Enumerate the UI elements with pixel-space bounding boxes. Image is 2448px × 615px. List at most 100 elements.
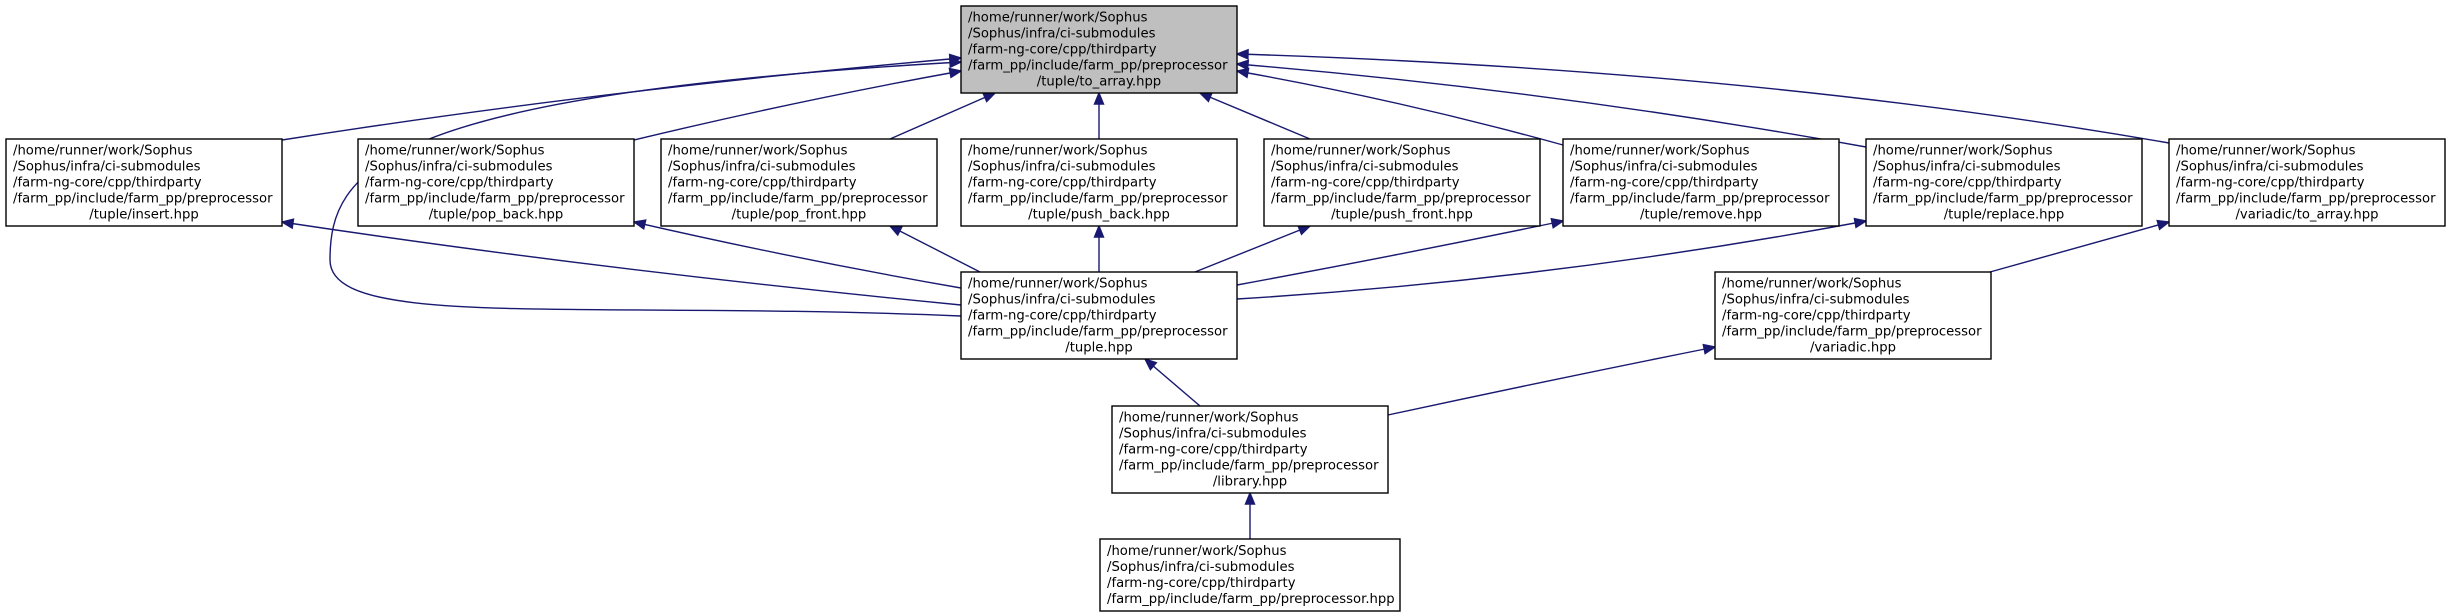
- node-label-line: /farm_pp/include/farm_pp/preprocessor: [1570, 192, 1830, 207]
- arrowhead-icon: [632, 219, 647, 230]
- node-box: [1562, 138, 1840, 227]
- arrowhead-icon: [1235, 67, 1250, 79]
- edge-tuple-to-replace: [1236, 217, 1868, 300]
- node-label-line: /Sophus/infra/ci-submodules: [13, 160, 201, 175]
- node-label-line: /library.hpp: [1213, 475, 1287, 490]
- edge-line: [1236, 63, 1867, 148]
- node-label-line: /farm-ng-core/cpp/thirdparty: [1119, 443, 1308, 458]
- node-label-line: /Sophus/infra/ci-submodules: [2176, 160, 2364, 175]
- node-label-line: /farm_pp/include/farm_pp/preprocessor: [1271, 192, 1531, 207]
- node-label-line: /home/runner/work/Sophus: [668, 144, 848, 159]
- arrowhead-icon: [1093, 224, 1105, 238]
- node-variadic[interactable]: /home/runner/work/Sophus/Sophus/infra/ci…: [1714, 271, 1992, 360]
- node-push-back[interactable]: /home/runner/work/Sophus/Sophus/infra/ci…: [960, 138, 1238, 227]
- edge-line: [633, 70, 962, 141]
- node-label-line: /farm_pp/include/farm_pp/preprocessor: [968, 59, 1228, 74]
- node-pop-back[interactable]: /home/runner/work/Sophus/Sophus/infra/ci…: [357, 138, 635, 227]
- node-tuple[interactable]: /home/runner/work/Sophus/Sophus/infra/ci…: [960, 271, 1238, 360]
- node-label-line: /farm_pp/include/farm_pp/preprocessor: [968, 192, 1228, 207]
- node-label-line: /farm_pp/include/farm_pp/preprocessor: [1722, 325, 1982, 340]
- node-label-line: /farm-ng-core/cpp/thirdparty: [2176, 176, 2365, 191]
- arrowhead-icon: [948, 57, 963, 69]
- node-label-line: /farm-ng-core/cpp/thirdparty: [968, 309, 1157, 324]
- node-preprocessor[interactable]: /home/runner/work/Sophus/Sophus/infra/ci…: [1099, 538, 1401, 612]
- edge-pop_back-to-to_array: [633, 67, 963, 141]
- arrowhead-icon: [1235, 48, 1249, 60]
- arrowhead-icon: [948, 67, 963, 79]
- node-label-line: /Sophus/infra/ci-submodules: [968, 27, 1156, 42]
- node-label-line: /home/runner/work/Sophus: [1722, 277, 1902, 292]
- edge-variadic_to_array-to-to_array: [1235, 48, 2170, 144]
- node-replace[interactable]: /home/runner/work/Sophus/Sophus/infra/ci…: [1865, 138, 2143, 227]
- edge-insert-to-to_array: [281, 53, 963, 141]
- node-label-line: /tuple/push_front.hpp: [1331, 208, 1473, 223]
- node-label-line: /farm_pp/include/farm_pp/preprocessor: [13, 192, 273, 207]
- edge-push_back-to-to_array: [1093, 91, 1105, 139]
- node-box: [357, 138, 635, 227]
- node-label-line: /farm-ng-core/cpp/thirdparty: [1271, 176, 1460, 191]
- node-label-line: /variadic.hpp: [1810, 341, 1896, 356]
- node-pop-front[interactable]: /home/runner/work/Sophus/Sophus/infra/ci…: [660, 138, 938, 227]
- edge-line: [1387, 346, 1716, 416]
- node-label-line: /farm_pp/include/farm_pp/preprocessor: [1873, 192, 2133, 207]
- node-label-line: /farm_pp/include/farm_pp/preprocessor: [1119, 459, 1379, 474]
- arrowhead-icon: [1853, 217, 1868, 229]
- node-label-line: /farm_pp/include/farm_pp/preprocessor: [2176, 192, 2436, 207]
- node-box: [1111, 405, 1389, 494]
- edge-line: [1236, 70, 1564, 146]
- node-label-line: /tuple/replace.hpp: [1944, 208, 2065, 223]
- edge-variadic-to-variadic_to_array: [1989, 219, 2171, 273]
- edge-line: [889, 92, 996, 140]
- node-box: [2168, 138, 2446, 227]
- node-variadic-to-array[interactable]: /home/runner/work/Sophus/Sophus/infra/ci…: [2168, 138, 2446, 227]
- edge-line: [329, 61, 962, 317]
- node-label-line: /home/runner/work/Sophus: [1107, 544, 1287, 559]
- node-push-front[interactable]: /home/runner/work/Sophus/Sophus/infra/ci…: [1263, 138, 1541, 227]
- edge-line: [281, 57, 962, 141]
- node-label-line: /tuple/push_back.hpp: [1028, 208, 1170, 223]
- edge-library-to-variadic: [1387, 343, 1717, 416]
- arrowhead-icon: [2156, 219, 2171, 231]
- node-label-line: /Sophus/infra/ci-submodules: [1107, 560, 1295, 575]
- node-remove[interactable]: /home/runner/work/Sophus/Sophus/infra/ci…: [1562, 138, 1840, 227]
- edge-preprocessor-to-library: [1244, 491, 1256, 539]
- node-insert[interactable]: /home/runner/work/Sophus/Sophus/infra/ci…: [5, 138, 283, 227]
- node-label-line: /Sophus/infra/ci-submodules: [668, 160, 856, 175]
- edge-line: [1194, 225, 1311, 273]
- edge-tuple-to-push_front: [1194, 225, 1312, 273]
- edge-tuple-to-push_back: [1093, 224, 1105, 272]
- node-box: [960, 5, 1238, 94]
- node-label-line: /farm_pp/include/farm_pp/preprocessor: [668, 192, 928, 207]
- node-to-array[interactable]: /home/runner/work/Sophus/Sophus/infra/ci…: [960, 5, 1238, 94]
- edge-line: [1236, 53, 2170, 144]
- edge-line: [281, 221, 962, 306]
- nodes-layer: /home/runner/work/Sophus/Sophus/infra/ci…: [5, 5, 2446, 612]
- node-label-line: /farm-ng-core/cpp/thirdparty: [968, 43, 1157, 58]
- node-label-line: /farm-ng-core/cpp/thirdparty: [1570, 176, 1759, 191]
- arrowhead-icon: [1198, 92, 1213, 103]
- edge-tuple-to-insert: [280, 218, 962, 306]
- node-box: [1865, 138, 2143, 227]
- node-label-line: /home/runner/work/Sophus: [13, 144, 193, 159]
- node-label-line: /home/runner/work/Sophus: [2176, 144, 2356, 159]
- node-label-line: /tuple/remove.hpp: [1640, 208, 1762, 223]
- node-label-line: /Sophus/infra/ci-submodules: [1271, 160, 1459, 175]
- edge-library-to-tuple: [1143, 357, 1201, 407]
- node-label-line: /home/runner/work/Sophus: [365, 144, 545, 159]
- edges-layer: [280, 48, 2171, 539]
- node-label-line: /farm-ng-core/cpp/thirdparty: [1107, 576, 1296, 591]
- node-library[interactable]: /home/runner/work/Sophus/Sophus/infra/ci…: [1111, 405, 1389, 494]
- arrowhead-icon: [1093, 91, 1105, 105]
- node-label-line: /tuple/pop_front.hpp: [732, 208, 867, 223]
- edge-replace-to-to_array: [1235, 59, 1867, 148]
- node-label-line: /farm-ng-core/cpp/thirdparty: [668, 176, 857, 191]
- edge-tuple-to-remove: [1236, 217, 1565, 286]
- edge-line: [1236, 220, 1867, 300]
- edge-line: [889, 225, 981, 273]
- edge-line: [1199, 92, 1311, 140]
- node-box: [1263, 138, 1541, 227]
- node-label-line: /farm-ng-core/cpp/thirdparty: [1722, 309, 1911, 324]
- node-label-line: /tuple/insert.hpp: [89, 208, 198, 223]
- node-label-line: /farm-ng-core/cpp/thirdparty: [13, 176, 202, 191]
- edge-line: [633, 221, 962, 289]
